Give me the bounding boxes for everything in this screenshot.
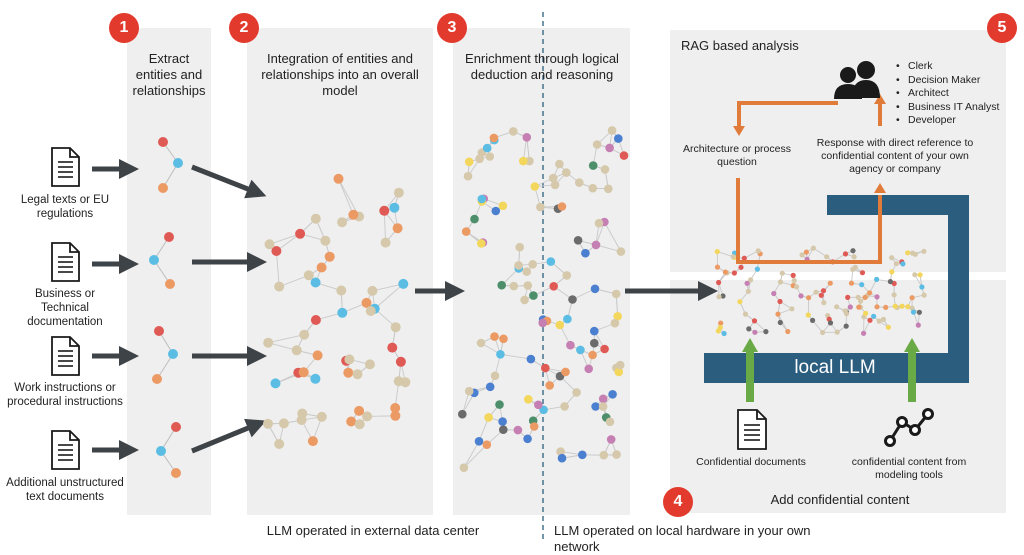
document-icon	[52, 431, 79, 469]
step4-title: Add confidential content	[730, 492, 950, 508]
entity-triplet	[149, 232, 175, 289]
step5-badge: 5	[987, 13, 1017, 43]
footer-local: LLM operated on local hardware in your o…	[554, 523, 854, 555]
document-icon	[52, 337, 79, 375]
step4-badge: 4	[663, 487, 693, 517]
knowledge-graph-local	[715, 246, 927, 337]
roles-list: Clerk Decision Maker Architect Business …	[896, 60, 999, 128]
input-arrows	[92, 167, 709, 451]
confidential-documents-label: Confidential documents	[688, 456, 814, 469]
role-item: Business IT Analyst	[896, 101, 999, 115]
step5-title: RAG based analysis	[681, 38, 841, 54]
entity-triplet	[156, 422, 181, 478]
role-item: Architect	[896, 87, 999, 101]
response-label: Response with direct reference to confid…	[815, 137, 975, 176]
document-icon	[52, 243, 79, 281]
knowledge-graph-integrated	[263, 174, 410, 449]
step1-badge: 1	[109, 13, 139, 43]
role-item: Developer	[896, 114, 999, 128]
doc-label-legal: Legal texts or EU regulations	[15, 193, 115, 221]
knowledge-graphs	[149, 126, 927, 478]
entity-triplet	[158, 137, 183, 193]
line-chart-icon	[886, 410, 933, 446]
local-llm-frame	[704, 195, 969, 383]
step3-badge: 3	[437, 13, 467, 43]
local-llm-label: local LLM	[770, 357, 900, 379]
entity-triplet	[152, 326, 178, 384]
question-label: Architecture or process question	[682, 143, 792, 169]
step3-title: Enrichment through logical deduction and…	[460, 51, 624, 83]
role-item: Decision Maker	[896, 74, 999, 88]
doc-label-business: Business or Technical documentation	[10, 287, 120, 329]
people-icon	[834, 61, 880, 99]
step2-title: Integration of entities and relationship…	[252, 51, 428, 99]
modeling-tools-label: confidential content from modeling tools	[850, 456, 968, 482]
doc-label-additional: Additional unstructured text documents	[2, 476, 128, 504]
confidential-document-icon	[738, 410, 766, 449]
footer-external: LLM operated in external data center	[228, 523, 518, 539]
doc-label-work: Work instructions or procedural instruct…	[2, 381, 128, 409]
orange-flows	[738, 103, 880, 262]
step1-title: Extract entities and relationships	[128, 51, 210, 99]
document-icon	[52, 148, 79, 186]
step2-badge: 2	[229, 13, 259, 43]
role-item: Clerk	[896, 60, 999, 74]
